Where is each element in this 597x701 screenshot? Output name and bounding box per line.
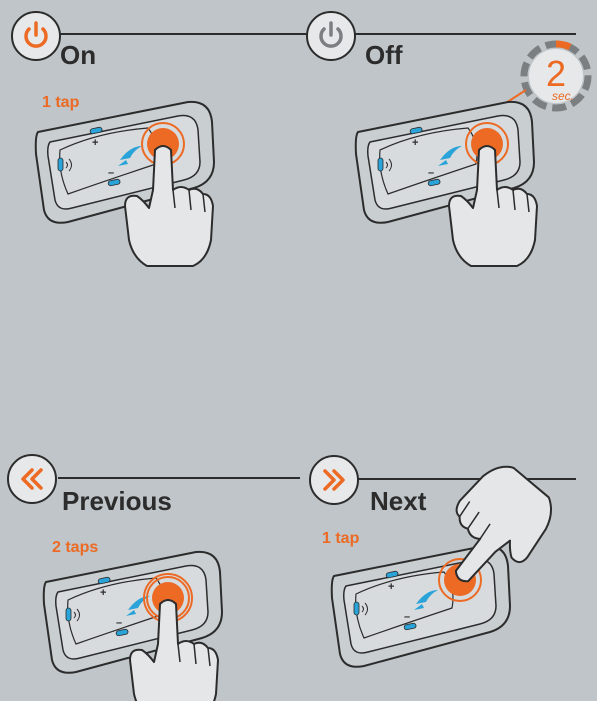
tap-count-label: 2 taps — [52, 539, 98, 556]
panel-title: Previous — [62, 486, 172, 516]
panel-on: On 1 tap — [12, 12, 310, 266]
panel-previous: Previous 2 taps — [8, 455, 300, 701]
panel-title: Off — [365, 40, 403, 70]
double-chevron-right-icon — [310, 456, 358, 504]
panel-off: Off 2 sec. — [307, 12, 588, 266]
power-icon — [307, 12, 355, 60]
panel-next: Next 1 tap — [310, 455, 576, 667]
panel-title: On — [60, 40, 96, 70]
power-icon — [12, 12, 60, 60]
double-chevron-left-icon — [8, 455, 56, 503]
tap-count-label: 1 tap — [42, 94, 80, 111]
timer-value: 2 — [546, 53, 566, 94]
tap-count-label: 1 tap — [322, 530, 360, 547]
timer-unit: sec. — [552, 89, 574, 103]
panel-title: Next — [370, 486, 427, 516]
timer-icon: 2 sec. — [524, 44, 588, 108]
